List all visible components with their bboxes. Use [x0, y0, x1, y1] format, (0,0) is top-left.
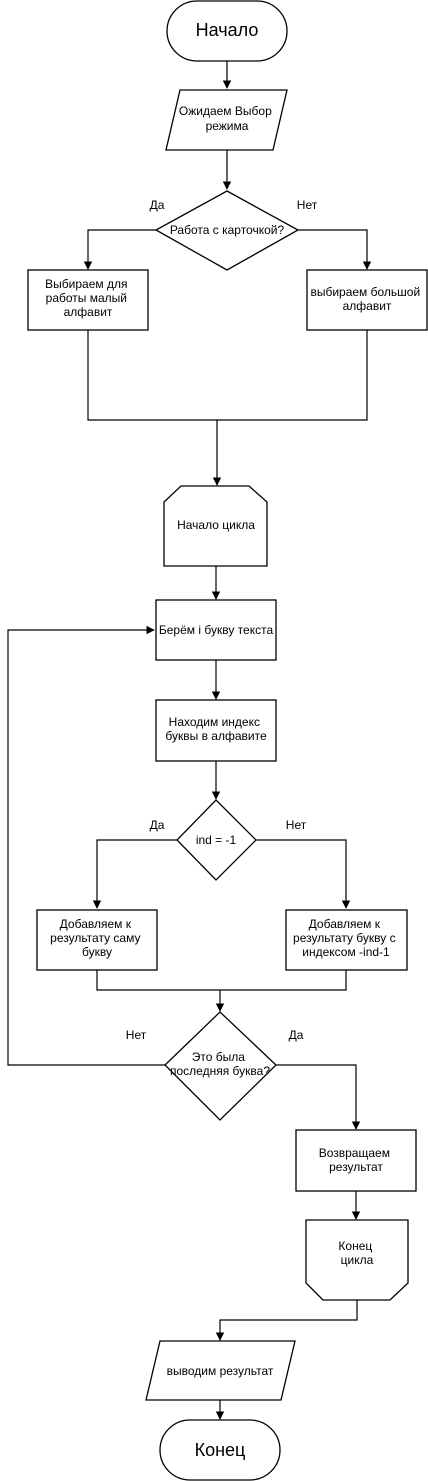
edge-card-no: [298, 229, 372, 270]
node-small-alphabet-line2: работы малый: [46, 291, 127, 305]
svg-text:Добавляем к результату с: Добавляем к результату саму букву: [50, 917, 144, 959]
edge-loopend-to-output: [215, 1300, 358, 1341]
node-last-decision: Это была последняя буква?: [164, 1011, 277, 1121]
svg-text:Конец цикла: Конец цикла: [338, 1239, 375, 1267]
edge-ind-yes: [92, 839, 177, 909]
node-return-result-line2: результат: [329, 1160, 383, 1174]
node-find-index: Находим индекс буквы в алфавите: [155, 699, 277, 762]
node-wait-mode: Ожидаем Выбор режима: [165, 89, 288, 151]
edge-label-last-no: Нет: [126, 1028, 147, 1042]
node-wait-mode-line1: Ожидаем Выбор: [179, 104, 272, 118]
node-card-decision-label: Работа с карточкой?: [170, 223, 285, 237]
node-ind-decision-label: ind = -1: [196, 833, 237, 847]
svg-text:выбираем большой алфавит: выбираем большой алфавит: [310, 285, 423, 313]
node-start-label: Начало: [196, 20, 259, 40]
node-loop-end-line2: цикла: [341, 1253, 374, 1267]
node-loop-end: Конец цикла: [305, 1219, 409, 1301]
node-output-result: выводим результат: [145, 1340, 296, 1401]
edge-label-ind-no: Нет: [286, 818, 307, 832]
node-add-letter: Добавляем к результату саму букву: [36, 909, 158, 971]
node-return-result: Возвращаем результат: [295, 1129, 417, 1192]
edge-label-card-no: Нет: [297, 198, 318, 212]
node-loop-start: Начало цикла: [163, 485, 268, 567]
node-big-alphabet-line1: выбираем большой: [310, 285, 420, 299]
node-output-result-label: выводим результат: [167, 1364, 274, 1378]
node-wait-mode-line2: режима: [206, 119, 249, 133]
svg-text:Возвращаем результат: Возвращаем результат: [319, 1146, 394, 1174]
edge-label-card-yes: Да: [150, 198, 165, 212]
node-add-letter-line1: Добавляем к: [60, 917, 132, 931]
node-add-indexed-line1: Добавляем к: [309, 917, 381, 931]
edge-label-last-yes: Да: [289, 1028, 304, 1042]
node-end: Конец: [159, 1419, 281, 1481]
node-return-result-line1: Возвращаем: [319, 1146, 390, 1160]
node-take-letter-label: Берём i букву текста: [159, 623, 274, 637]
node-big-alphabet: выбираем большой алфавит: [306, 269, 428, 331]
node-ind-decision: ind = -1: [176, 799, 257, 881]
node-add-letter-line3: букву: [82, 945, 112, 959]
node-find-index-line2: буквы в алфавите: [165, 729, 267, 743]
svg-text:Добавляем к результату б: Добавляем к результату букву с индексом …: [293, 917, 399, 959]
node-add-letter-line2: результату саму: [50, 931, 140, 945]
edge-ind-no: [256, 839, 351, 909]
node-add-indexed: Добавляем к результату букву с индексом …: [285, 909, 408, 971]
connectors: [7, 61, 372, 1420]
node-end-label: Конец: [195, 1440, 246, 1460]
node-loop-end-line1: Конец: [338, 1239, 372, 1253]
node-loop-start-label: Начало цикла: [177, 518, 255, 532]
node-small-alphabet-line1: Выбираем для: [45, 277, 127, 291]
svg-text:Находим индекс буквы в а: Находим индекс буквы в алфавите: [165, 715, 267, 743]
svg-text:Это была последняя буква: Это была последняя буква?: [170, 1050, 270, 1078]
node-add-indexed-line2: результату букву с: [293, 931, 396, 945]
node-big-alphabet-line2: алфавит: [343, 299, 392, 313]
node-start: Начало: [166, 0, 288, 62]
svg-text:Выбираем для работы малы: Выбираем для работы малый алфавит: [45, 277, 131, 319]
edge-last-yes: [276, 1064, 361, 1130]
node-take-letter: Берём i букву текста: [155, 599, 277, 661]
node-card-decision: Работа с карточкой?: [154, 190, 300, 271]
node-last-decision-line2: последняя буква?: [170, 1064, 270, 1078]
edge-small-merge: [87, 330, 368, 421]
edge-ind-merge: [96, 970, 347, 991]
svg-text:Ожидаем Выбор режима: Ожидаем Выбор режима: [179, 104, 275, 133]
edge-card-yes: [83, 229, 156, 270]
node-last-decision-line1: Это была: [192, 1050, 245, 1064]
node-add-indexed-line3: индексом -ind-1: [302, 945, 390, 959]
node-small-alphabet: Выбираем для работы малый алфавит: [27, 269, 149, 331]
edge-label-ind-yes: Да: [150, 818, 165, 832]
edge-last-no-loopback: [7, 625, 165, 1066]
node-find-index-line1: Находим индекс: [169, 715, 260, 729]
node-small-alphabet-line3: алфавит: [64, 305, 113, 319]
